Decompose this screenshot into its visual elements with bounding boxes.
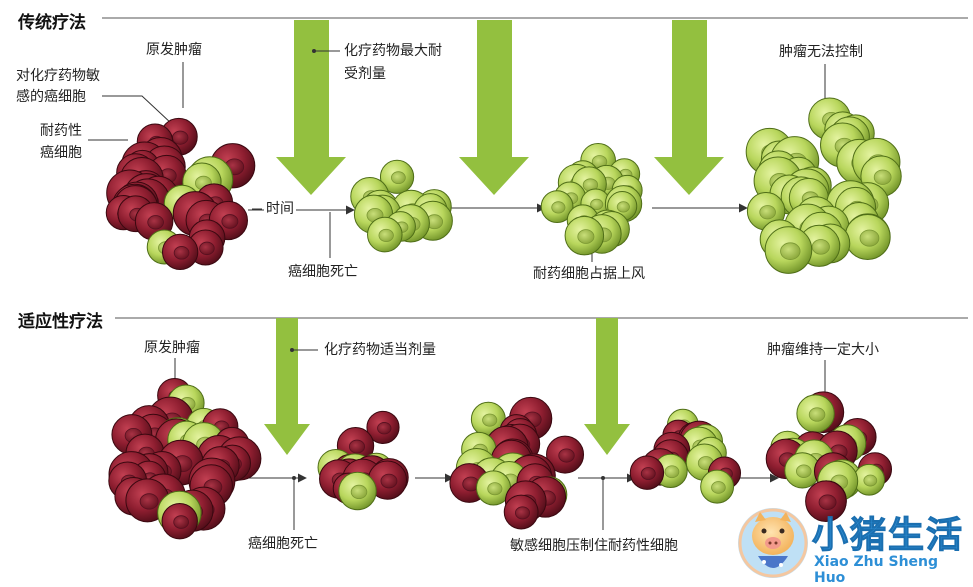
- logo-mascot-icon: [738, 508, 808, 578]
- dose-arrow-1: [276, 20, 346, 195]
- leader-dot-cell-death-2: [292, 476, 296, 480]
- label-uncontrolled: 肿瘤无法控制: [779, 44, 863, 60]
- tumor-original-2: [108, 377, 262, 540]
- label-max-dose-line2: 受剂量: [344, 66, 386, 82]
- logo-subtext: Xiao Zhu Sheng Huo: [814, 554, 939, 586]
- dose-arrow-2: [459, 20, 529, 195]
- resistant-cell: [844, 213, 891, 260]
- tumor-uncontrolled: [745, 97, 902, 274]
- resistant-cell: [700, 469, 735, 504]
- label-resistant-line1: 耐药性: [40, 123, 82, 139]
- tumor-original-1: [105, 117, 256, 271]
- logo-text: 小猪生活: [811, 515, 965, 557]
- sensitive-cell: [546, 435, 585, 474]
- resistant-cell: [367, 216, 403, 253]
- resistant-cell: [338, 471, 377, 511]
- resistant-cell: [379, 159, 415, 194]
- leader-dot-proper-dose: [290, 348, 294, 352]
- label-time: 时间: [264, 199, 296, 219]
- label-original-tumor: 原发肿瘤: [146, 42, 202, 58]
- tumor-after-dose-1: [350, 159, 453, 253]
- leader-dot-suppress: [601, 476, 605, 480]
- resistant-cell: [853, 463, 885, 496]
- resistant-cell: [475, 470, 512, 506]
- label-sensitive-line2: 感的癌细胞: [16, 89, 86, 105]
- label-sensitive-line1: 对化疗药物敏: [16, 68, 100, 84]
- leader-dot-max-dose: [312, 49, 316, 53]
- label-cell-death-2: 癌细胞死亡: [248, 536, 318, 552]
- resistant-cell: [564, 215, 605, 256]
- label-proper-dose: 化疗药物适当剂量: [324, 342, 436, 358]
- dose-arrow-5: [584, 318, 630, 455]
- sensitive-cell: [629, 455, 665, 490]
- resistant-cell: [540, 190, 574, 223]
- tumor-after-dose-3: [629, 408, 742, 504]
- label-cell-death: 癌细胞死亡: [288, 264, 358, 280]
- dose-arrow-4: [264, 318, 310, 455]
- section-title-adaptive: 适应性疗法: [18, 312, 103, 332]
- tumor-maintained: [765, 391, 893, 523]
- resistant-cell: [796, 394, 835, 433]
- dose-arrow-3: [654, 20, 724, 195]
- label-resistant-dominate: 耐药细胞占据上风: [533, 266, 645, 282]
- label-max-dose-line1: 化疗药物最大耐: [344, 43, 442, 59]
- tumor-regrowth: [449, 396, 585, 530]
- tumor-resistant-growth: [540, 143, 643, 256]
- resistant-cell: [784, 452, 821, 489]
- label-maintain: 肿瘤维持一定大小: [767, 342, 879, 358]
- resistant-cell: [764, 226, 813, 274]
- sensitive-cell: [367, 460, 408, 500]
- sensitive-cell: [161, 502, 198, 540]
- label-original-tumor-2: 原发肿瘤: [144, 340, 200, 356]
- leader-sensitive: [102, 95, 173, 125]
- sensitive-cell: [162, 233, 199, 271]
- tumor-after-dose-2: [317, 410, 409, 511]
- label-suppress: 敏感细胞压制住耐药性细胞: [510, 538, 678, 554]
- section-title-traditional: 传统疗法: [18, 13, 86, 33]
- sensitive-cell: [805, 480, 847, 523]
- sensitive-cell: [503, 494, 539, 530]
- sensitive-cell: [366, 410, 400, 444]
- label-resistant-line2: 癌细胞: [40, 145, 82, 161]
